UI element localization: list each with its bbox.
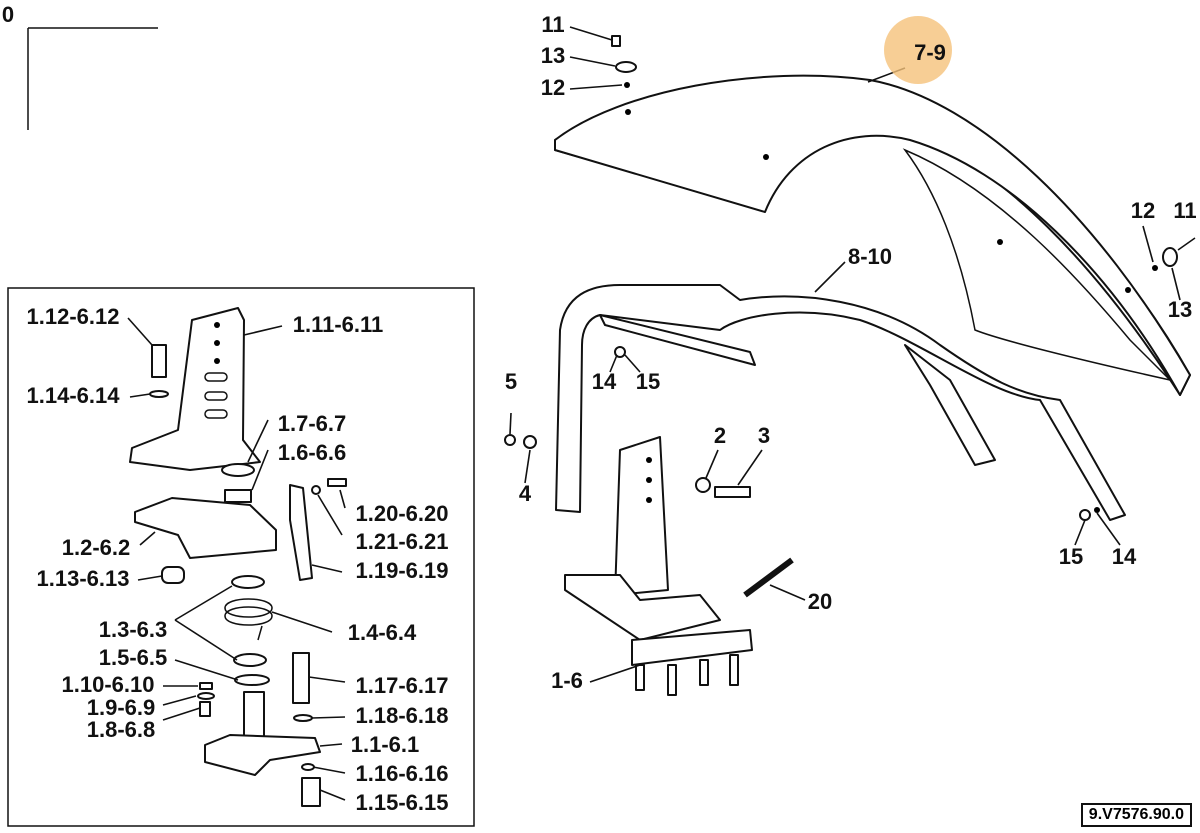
callout-1-2-6-2[interactable]: 1.2-6.2 <box>62 535 131 560</box>
callout-15[interactable]: 15 <box>636 369 660 394</box>
main-callouts: 11 13 12 7-9 8-10 12 11 13 5 14 15 4 2 3… <box>505 12 1197 693</box>
fender-bracket-part <box>555 284 1126 521</box>
callout-1-6-6-6[interactable]: 1.6-6.6 <box>278 440 347 465</box>
callout-1-5-6-5[interactable]: 1.5-6.5 <box>99 645 168 670</box>
callout-1-13-6-13[interactable]: 1.13-6.13 <box>37 566 130 591</box>
callout-3[interactable]: 3 <box>758 423 770 448</box>
callout-11[interactable]: 11 <box>541 12 564 37</box>
callout-2[interactable]: 2 <box>714 423 726 448</box>
origin-label: 0 <box>2 2 14 27</box>
callout-7-9[interactable]: 7-9 <box>914 40 946 65</box>
origin-marker <box>27 27 158 130</box>
callout-1-10-6-10[interactable]: 1.10-6.10 <box>62 672 155 697</box>
callout-20[interactable]: 20 <box>808 589 832 614</box>
callout-1-16-6-16[interactable]: 1.16-6.16 <box>356 761 449 786</box>
callout-1-3-6-3[interactable]: 1.3-6.3 <box>99 617 168 642</box>
callout-1-8-6-8[interactable]: 1.8-6.8 <box>87 717 156 742</box>
callout-13[interactable]: 13 <box>1168 297 1192 322</box>
inset-callouts: 1.12-6.12 1.11-6.11 1.14-6.14 1.7-6.7 1.… <box>27 304 449 815</box>
callout-13[interactable]: 13 <box>541 43 565 68</box>
callout-5[interactable]: 5 <box>505 369 517 394</box>
callout-8-10[interactable]: 8-10 <box>848 244 892 269</box>
callout-1-15-6-15[interactable]: 1.15-6.15 <box>356 790 449 815</box>
inset-leaders <box>127 317 346 801</box>
highlight-marker <box>884 16 952 84</box>
callout-1-19-6-19[interactable]: 1.19-6.19 <box>356 558 449 583</box>
callout-1-20-6-20[interactable]: 1.20-6.20 <box>356 501 449 526</box>
callout-1-9-6-9[interactable]: 1.9-6.9 <box>87 695 156 720</box>
callout-14[interactable]: 14 <box>1112 544 1137 569</box>
callout-12[interactable]: 12 <box>541 75 565 100</box>
fender-part <box>554 74 1191 396</box>
inset-frame <box>7 287 475 827</box>
callout-15[interactable]: 15 <box>1059 544 1083 569</box>
drawing-code: 9.V7576.90.0 <box>1080 803 1192 827</box>
callout-1-14-6-14[interactable]: 1.14-6.14 <box>27 383 121 408</box>
callout-1-12-6-12[interactable]: 1.12-6.12 <box>27 304 120 329</box>
pivot-assembly-part <box>564 436 753 696</box>
callout-1-18-6-18[interactable]: 1.18-6.18 <box>356 703 449 728</box>
leader-lines <box>509 26 1181 683</box>
callout-4[interactable]: 4 <box>519 481 532 506</box>
callout-14[interactable]: 14 <box>592 369 617 394</box>
callout-1-11-6-11[interactable]: 1.11-6.11 <box>293 312 384 337</box>
callout-1-21-6-21[interactable]: 1.21-6.21 <box>356 529 449 554</box>
inset-parts <box>129 307 347 807</box>
callout-11[interactable]: 11 <box>1173 198 1196 223</box>
callout-1-17-6-17[interactable]: 1.17-6.17 <box>356 673 449 698</box>
callout-1-7-6-7[interactable]: 1.7-6.7 <box>278 411 347 436</box>
callout-1-1-6-1[interactable]: 1.1-6.1 <box>351 732 420 757</box>
callout-1-4-6-4[interactable]: 1.4-6.4 <box>348 620 417 645</box>
callout-12[interactable]: 12 <box>1131 198 1155 223</box>
callout-1-6[interactable]: 1-6 <box>551 668 583 693</box>
